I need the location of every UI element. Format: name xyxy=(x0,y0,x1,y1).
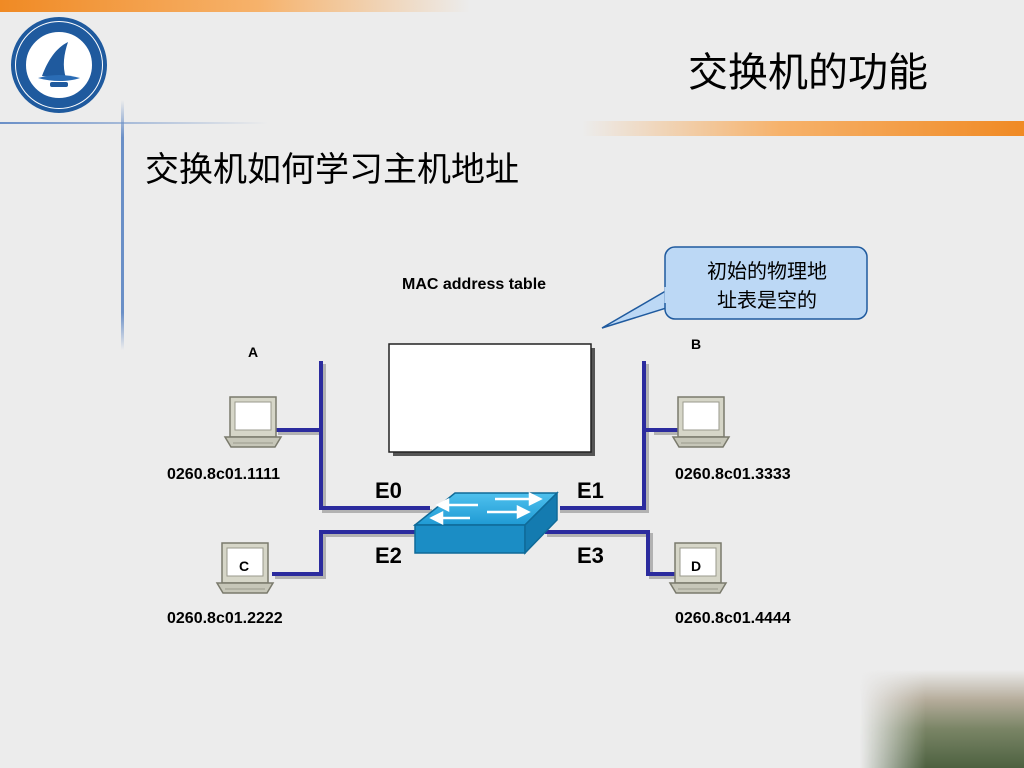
slide-subtitle: 交换机如何学习主机地址 xyxy=(145,150,519,190)
host-b-name: B xyxy=(691,336,702,352)
host-d-name: D xyxy=(691,558,702,574)
computer-icon xyxy=(671,396,731,448)
host-c-mac: 0260.8c01.2222 xyxy=(167,610,283,627)
computer-icon xyxy=(223,396,283,448)
page-title: 交换机的功能 xyxy=(688,50,928,96)
title-underline-bar xyxy=(582,121,1024,136)
switch-icon xyxy=(412,491,559,555)
campus-photo xyxy=(860,670,1024,768)
callout-text-line: 址表是空的 xyxy=(717,288,817,312)
link-shadows xyxy=(275,364,680,579)
network-links xyxy=(272,361,680,576)
host-d-mac: 0260.8c01.4444 xyxy=(675,610,791,627)
mac-address-table xyxy=(388,343,592,453)
link-host-d-e3 xyxy=(545,530,680,576)
port-e2: E2 xyxy=(375,543,402,568)
host-a-name: A xyxy=(248,344,259,360)
decorative-line-vertical xyxy=(121,100,124,350)
link-segment-a-e0 xyxy=(319,361,430,510)
host-b-mac: 0260.8c01.3333 xyxy=(675,466,791,483)
link-segment-b-e1 xyxy=(560,361,646,510)
host-c-name: C xyxy=(239,558,250,574)
port-e3: E3 xyxy=(577,543,604,568)
computer-icon xyxy=(668,542,728,594)
mac-table-label: MAC address table xyxy=(402,276,547,293)
computer-icon xyxy=(215,542,275,594)
top-accent-bar xyxy=(0,0,470,12)
decorative-line-horizontal xyxy=(0,122,268,124)
host-a-mac: 0260.8c01.1111 xyxy=(167,466,281,483)
port-e1: E1 xyxy=(577,478,604,503)
college-logo-icon xyxy=(11,17,107,113)
port-e0: E0 xyxy=(375,478,402,503)
callout-text: 初始的物理地 址表是空的 xyxy=(669,257,865,315)
link-host-c-e2 xyxy=(272,530,432,576)
callout-bubble xyxy=(601,246,868,329)
callout-text-line: 初始的物理地 xyxy=(707,259,827,283)
